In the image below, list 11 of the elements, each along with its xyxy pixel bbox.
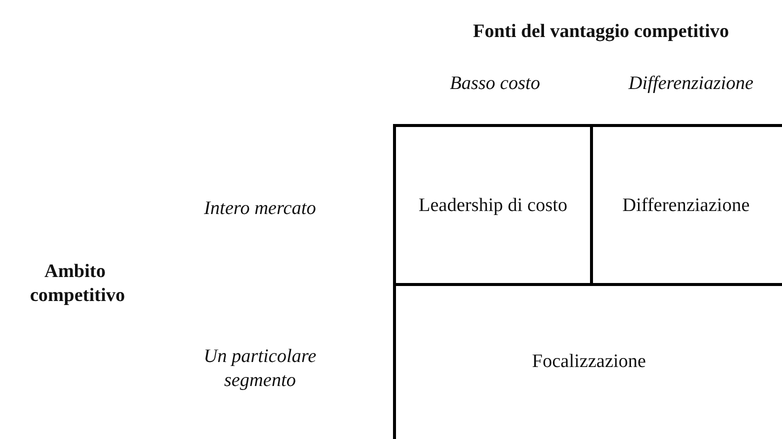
matrix-cell	[393, 124, 593, 286]
row-label: Un particolare segmento	[202, 345, 318, 392]
column-label: Basso costo	[448, 72, 542, 96]
column-heading: Fonti del vantaggio competitivo	[472, 20, 730, 44]
matrix-cell	[393, 283, 782, 439]
cell-text: Differenziazione	[622, 195, 750, 218]
axis-label: Ambito competitivo	[29, 260, 126, 308]
cell-text: Leadership di costo	[418, 195, 568, 218]
row-label: Intero mercato	[202, 197, 318, 221]
cell-text: Focalizzazione	[532, 351, 646, 374]
column-label: Differenziazione	[627, 72, 754, 96]
